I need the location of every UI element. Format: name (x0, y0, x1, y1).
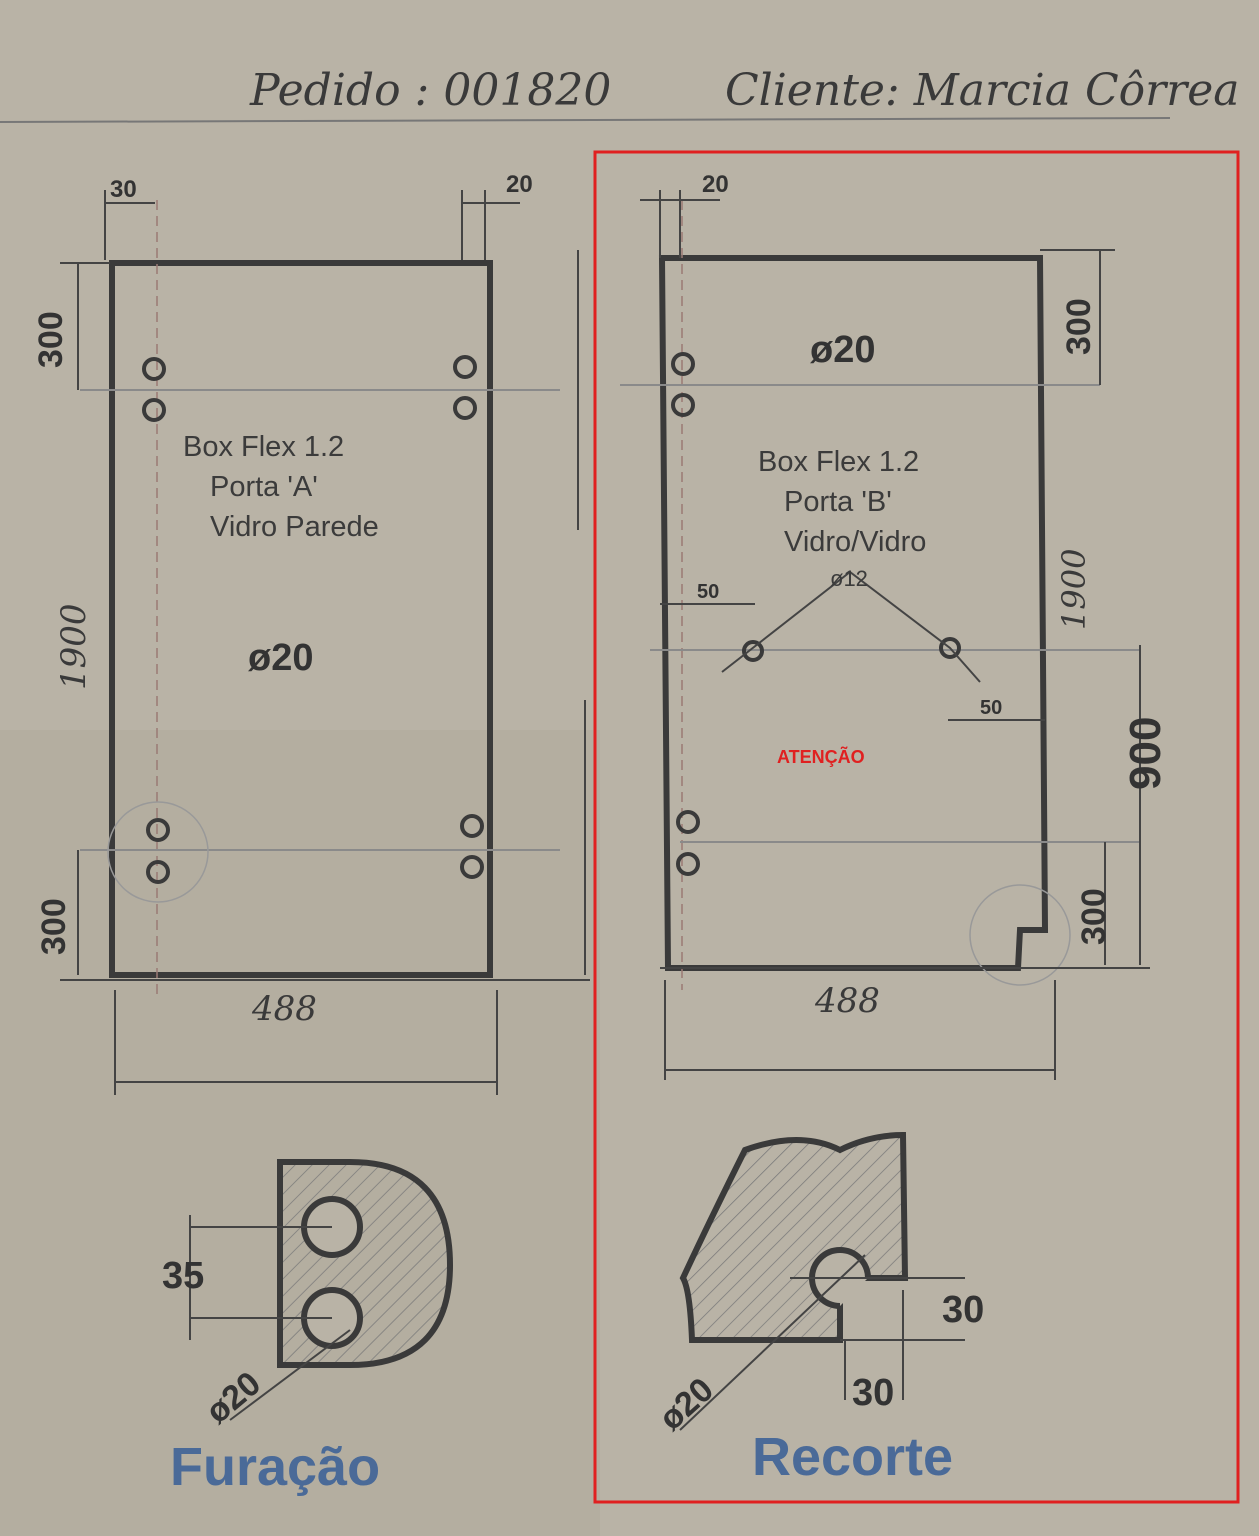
door-b-dim-top: 300 (1060, 298, 1098, 355)
door-a-dim-width: 488 (251, 989, 317, 1029)
recorte-dim-h: 30 (942, 1289, 984, 1331)
door-a-dim-right-offset: 20 (506, 171, 533, 198)
door-b-small-hole: ø12 (830, 566, 868, 591)
door-a-dim-top-offset: 30 (110, 176, 137, 203)
door-b-door: Porta 'B' (784, 486, 892, 518)
hole-icon (453, 396, 477, 420)
hole-icon (671, 393, 695, 417)
door-b-dim-height: 1900 (1055, 549, 1093, 630)
hole-icon (676, 810, 700, 834)
hole-icon (146, 860, 170, 884)
door-b-dim-hole-right: 50 (980, 697, 1002, 719)
client-name: Cliente: Marcia Côrrea (725, 65, 1239, 116)
door-b-model: Box Flex 1.2 (758, 446, 919, 478)
door-b-dim-hole-left: 50 (697, 581, 719, 603)
door-b-dim-900: 900 (1121, 717, 1170, 790)
recorte-dim-v: 30 (852, 1372, 894, 1414)
door-a-door: Porta 'A' (210, 471, 318, 503)
hole-icon (453, 355, 477, 379)
door-a-model: Box Flex 1.2 (183, 431, 344, 463)
door-a: Box Flex 1.2 Porta 'A' Vidro Parede ø20 … (32, 171, 590, 1095)
highlight-box (593, 150, 1240, 1504)
order-number: Pedido : 001820 (249, 65, 611, 116)
hole-icon (146, 818, 170, 842)
door-b-dim-width: 488 (814, 981, 880, 1021)
door-a-type: Vidro Parede (210, 511, 379, 543)
door-a-dim-height: 1900 (54, 603, 94, 690)
hole-icon (460, 855, 484, 879)
furacao-spacing: 35 (162, 1255, 204, 1297)
hole-icon (671, 352, 695, 376)
hole-icon (742, 640, 764, 662)
furacao-detail: 35 ø20 Furação (162, 1159, 454, 1497)
door-a-dim-bottom: 300 (35, 898, 73, 955)
hole-icon (676, 852, 700, 876)
door-b-dim-bottom: 300 (1075, 888, 1113, 945)
hole-icon (142, 357, 166, 381)
door-b-hole-diameter: ø20 (810, 329, 875, 371)
door-b-type: Vidro/Vidro (784, 526, 926, 558)
warning-label: ATENÇÃO (777, 746, 865, 767)
hole-icon (939, 637, 961, 659)
door-b: ø20 Box Flex 1.2 Porta 'B' Vidro/Vidro ø… (620, 171, 1170, 1080)
door-b-dim-left-offset: 20 (702, 171, 729, 198)
door-a-hole-diameter: ø20 (248, 637, 313, 679)
hole-icon (460, 814, 484, 838)
door-a-dim-top: 300 (32, 311, 70, 368)
furacao-title: Furação (170, 1437, 380, 1497)
recorte-title: Recorte (752, 1427, 953, 1487)
hole-icon (142, 398, 166, 422)
